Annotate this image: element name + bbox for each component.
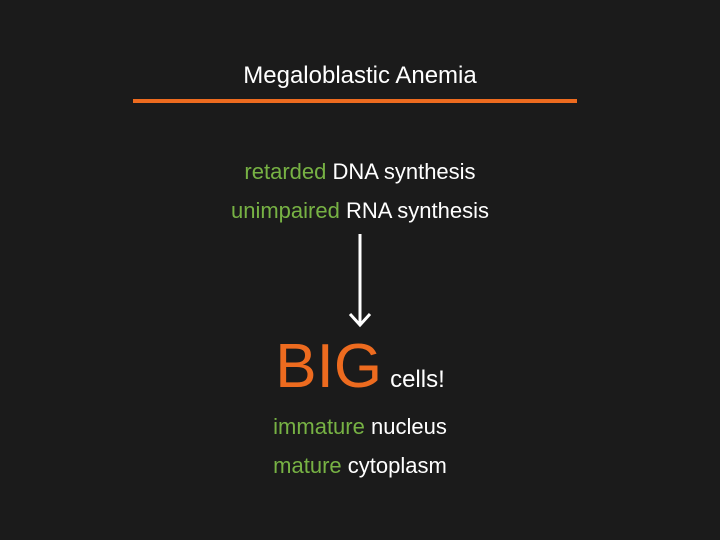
result-line: BIG cells! xyxy=(0,332,720,402)
outcome-line-nucleus: immature nucleus xyxy=(0,412,720,442)
outcome-line-cytoplasm: mature cytoplasm xyxy=(0,451,720,481)
slide-title: Megaloblastic Anemia xyxy=(243,62,477,89)
cause-line-rna: unimpaired RNA synthesis xyxy=(0,196,720,226)
big-word: BIG xyxy=(275,332,383,401)
outcome-highlight: mature xyxy=(273,453,342,478)
cause-highlight: retarded xyxy=(244,159,327,184)
outcome-text: cytoplasm xyxy=(347,453,447,478)
down-arrow-icon xyxy=(348,234,372,328)
cause-text: RNA synthesis xyxy=(345,198,490,223)
title-underline xyxy=(133,99,577,103)
outcome-highlight: immature xyxy=(273,414,365,439)
cells-word: cells! xyxy=(390,366,445,393)
cause-highlight: unimpaired xyxy=(230,198,340,223)
cause-text: DNA synthesis xyxy=(332,159,476,184)
outcome-text: nucleus xyxy=(370,414,447,439)
cause-line-dna: retarded DNA synthesis xyxy=(0,157,720,187)
